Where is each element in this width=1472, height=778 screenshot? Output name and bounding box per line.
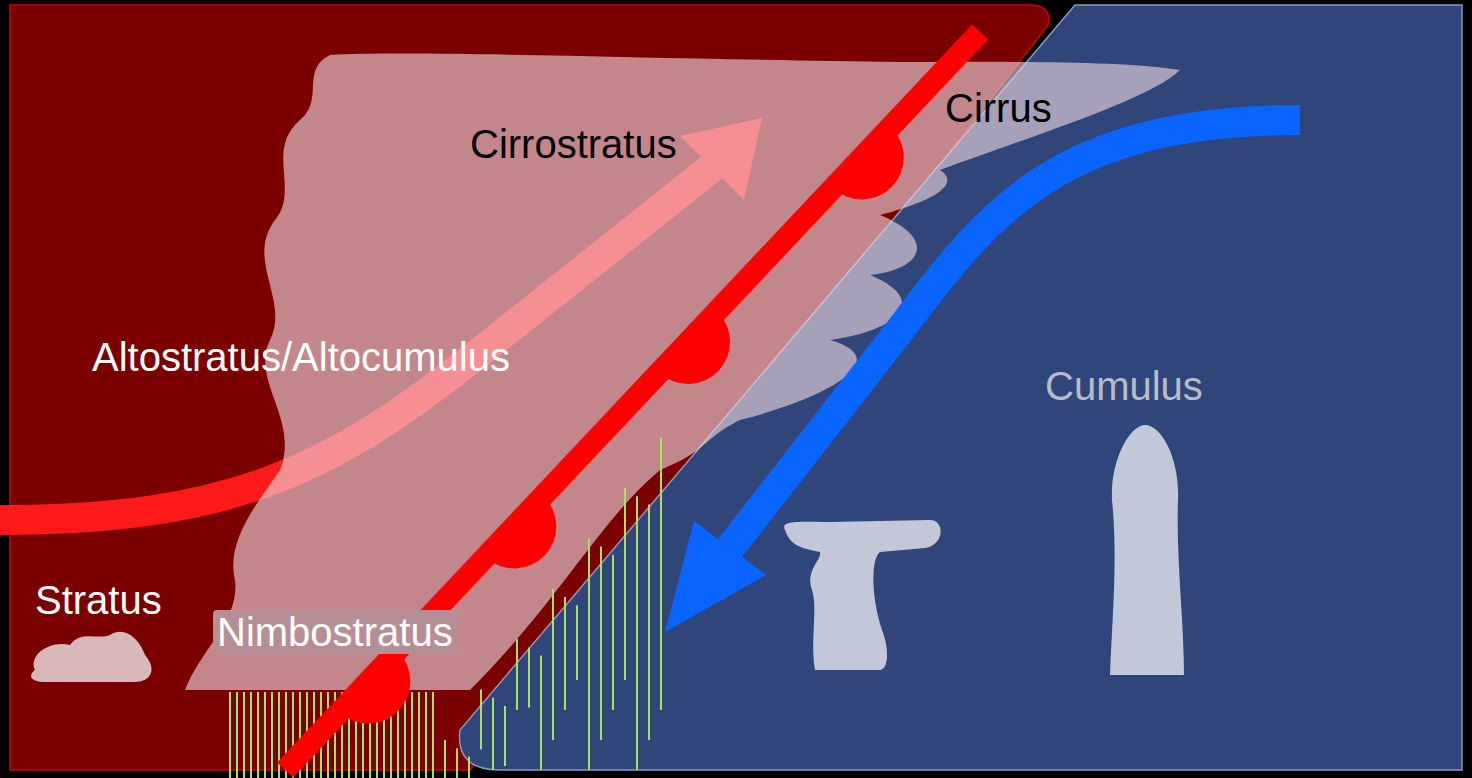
rain-streak	[468, 756, 470, 778]
rain-streak	[425, 692, 427, 778]
rain-streak	[250, 692, 252, 778]
rain-streak	[480, 690, 482, 750]
rain-streak	[540, 656, 542, 770]
cold-air-arrow	[730, 120, 1300, 548]
stratus-cloud	[31, 632, 151, 682]
rain-streak	[636, 496, 638, 770]
rain-streak	[564, 597, 566, 710]
cloud-label: Altostratus/Altocumulus	[92, 335, 510, 379]
rain-streak	[612, 555, 614, 710]
cloud-label: Cumulus	[1045, 364, 1203, 408]
rain-streak	[271, 692, 273, 778]
rain-streak	[588, 538, 590, 770]
rain-streak	[516, 639, 518, 710]
rain-streak	[648, 504, 650, 740]
cloud-label: Cirrus	[945, 86, 1052, 130]
rain-streak	[504, 706, 506, 766]
rain-streak	[236, 692, 238, 778]
rain-streak	[404, 692, 406, 778]
rain-streak	[456, 748, 458, 778]
rain-streak	[576, 605, 578, 680]
cold-air-arrowhead	[665, 521, 766, 632]
rain-streak	[278, 692, 280, 778]
cloud-label: Nimbostratus	[213, 610, 457, 654]
rain-streak	[264, 692, 266, 778]
warm-front-line	[285, 32, 980, 770]
warm-front-semicircle	[659, 311, 730, 384]
warm-front-semicircle	[486, 496, 557, 569]
rain-streak	[432, 692, 434, 778]
cloud-label: Cirrostratus	[470, 122, 677, 166]
rain-streak	[418, 692, 420, 778]
rain-streak	[600, 547, 602, 740]
cumulus-tower	[1110, 425, 1184, 675]
rain-streak	[229, 692, 231, 778]
rain-streak	[660, 438, 662, 710]
rain-streak	[528, 647, 530, 707]
rain-streak	[257, 692, 259, 778]
rain-streak	[411, 692, 413, 778]
warm-front-semicircle	[340, 651, 411, 724]
rain-streak	[444, 740, 446, 778]
warm-front-semicircle	[833, 127, 904, 200]
rain-streak	[624, 488, 626, 680]
rain-streak	[243, 692, 245, 778]
rain-streak	[492, 698, 494, 770]
cumulus-anvil	[784, 520, 940, 670]
rain-streak	[552, 589, 554, 740]
cloud-label: Stratus	[35, 578, 162, 622]
